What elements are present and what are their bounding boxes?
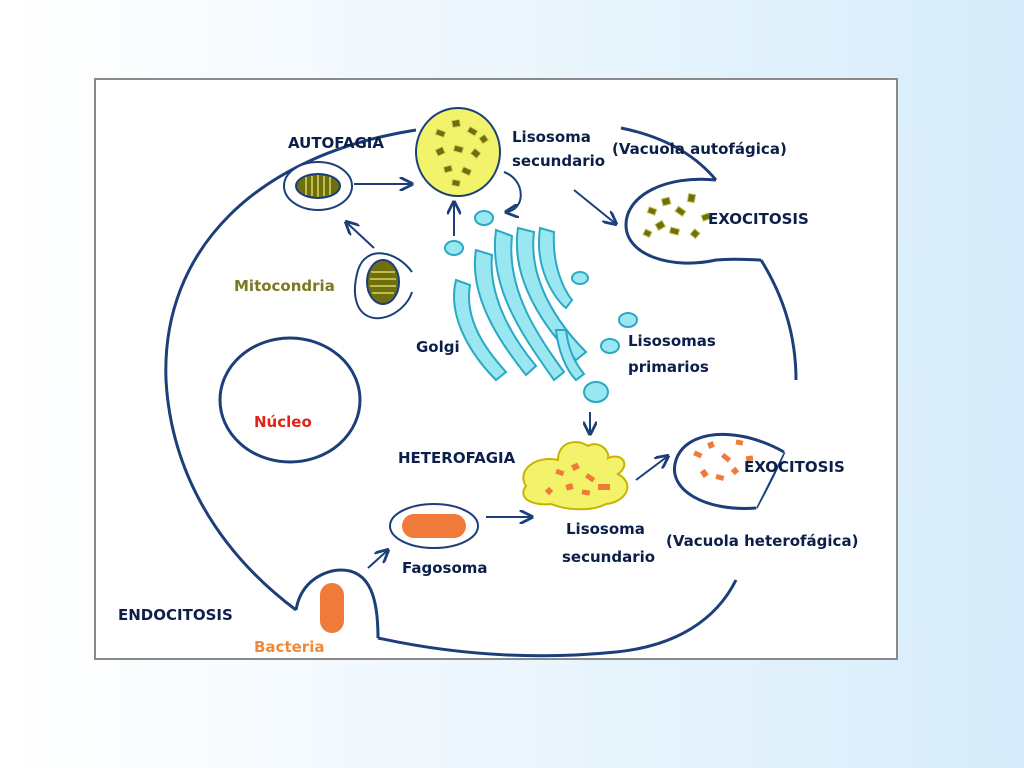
- nucleus: [218, 336, 362, 464]
- cell-diagram: AUTOFAGIA Lisosoma secundario (Vacuola a…: [118, 107, 858, 658]
- exocytosis-vacuole-top: [624, 177, 762, 265]
- mitochondrion: [366, 259, 400, 305]
- autophagic-debris-top: [642, 192, 712, 240]
- bacteria-shape: [320, 583, 344, 633]
- exocytosis-vacuole-bottom: [673, 432, 785, 510]
- label-autofagia: AUTOFAGIA: [288, 134, 384, 152]
- autophagosome-cristae: [305, 175, 331, 197]
- label-golgi: Golgi: [416, 338, 460, 356]
- golgi-vesicle-2: [444, 240, 464, 256]
- label-mitocondria: Mitocondria: [234, 277, 335, 295]
- label-lisosoma-secundario-bottom-1: Lisosoma: [566, 520, 645, 538]
- label-endocitosis: ENDOCITOSIS: [118, 606, 233, 624]
- label-vacuola-heterofagica: (Vacuola heterofágica): [666, 532, 858, 550]
- label-lisosoma-secundario-bottom-2: secundario: [562, 548, 655, 566]
- cell-membrane: [164, 126, 798, 612]
- label-heterofagia: HETEROFAGIA: [398, 449, 516, 467]
- mitochondrion-cristae: [370, 271, 396, 294]
- cell-membrane-bottom: [377, 579, 738, 658]
- label-lisosomas-primarios-1: Lisosomas: [628, 332, 716, 350]
- label-lisosoma-secundario-top-2: secundario: [512, 152, 605, 170]
- label-exocitosis-bottom: EXOCITOSIS: [744, 458, 845, 476]
- secondary-lysosome-heterophagic: [522, 441, 629, 511]
- label-vacuola-autofagica: (Vacuola autofágica): [612, 140, 787, 158]
- lysosome-debris-top: [434, 118, 490, 188]
- slide-frame: AUTOFAGIA Lisosoma secundario (Vacuola a…: [94, 78, 898, 660]
- process-arrows: [346, 171, 668, 569]
- label-lisosomas-primarios-2: primarios: [628, 358, 709, 376]
- label-fagosoma: Fagosoma: [402, 559, 488, 577]
- label-lisosoma-secundario-top-1: Lisosoma: [512, 128, 591, 146]
- golgi-vesicle-3: [571, 271, 589, 285]
- golgi-apparatus: [453, 226, 588, 382]
- primary-lysosome-3: [583, 381, 609, 403]
- phagosome-bacteria: [402, 514, 466, 538]
- lysosome-debris-bottom: [544, 462, 610, 496]
- label-bacteria: Bacteria: [254, 638, 324, 656]
- primary-lysosome-2: [600, 338, 620, 354]
- label-exocitosis-top: EXOCITOSIS: [708, 210, 809, 228]
- label-nucleo: Núcleo: [254, 413, 312, 431]
- primary-lysosome-1: [618, 312, 638, 328]
- heterophagic-debris-bottom: [693, 439, 754, 481]
- golgi-vesicle-1: [474, 210, 494, 226]
